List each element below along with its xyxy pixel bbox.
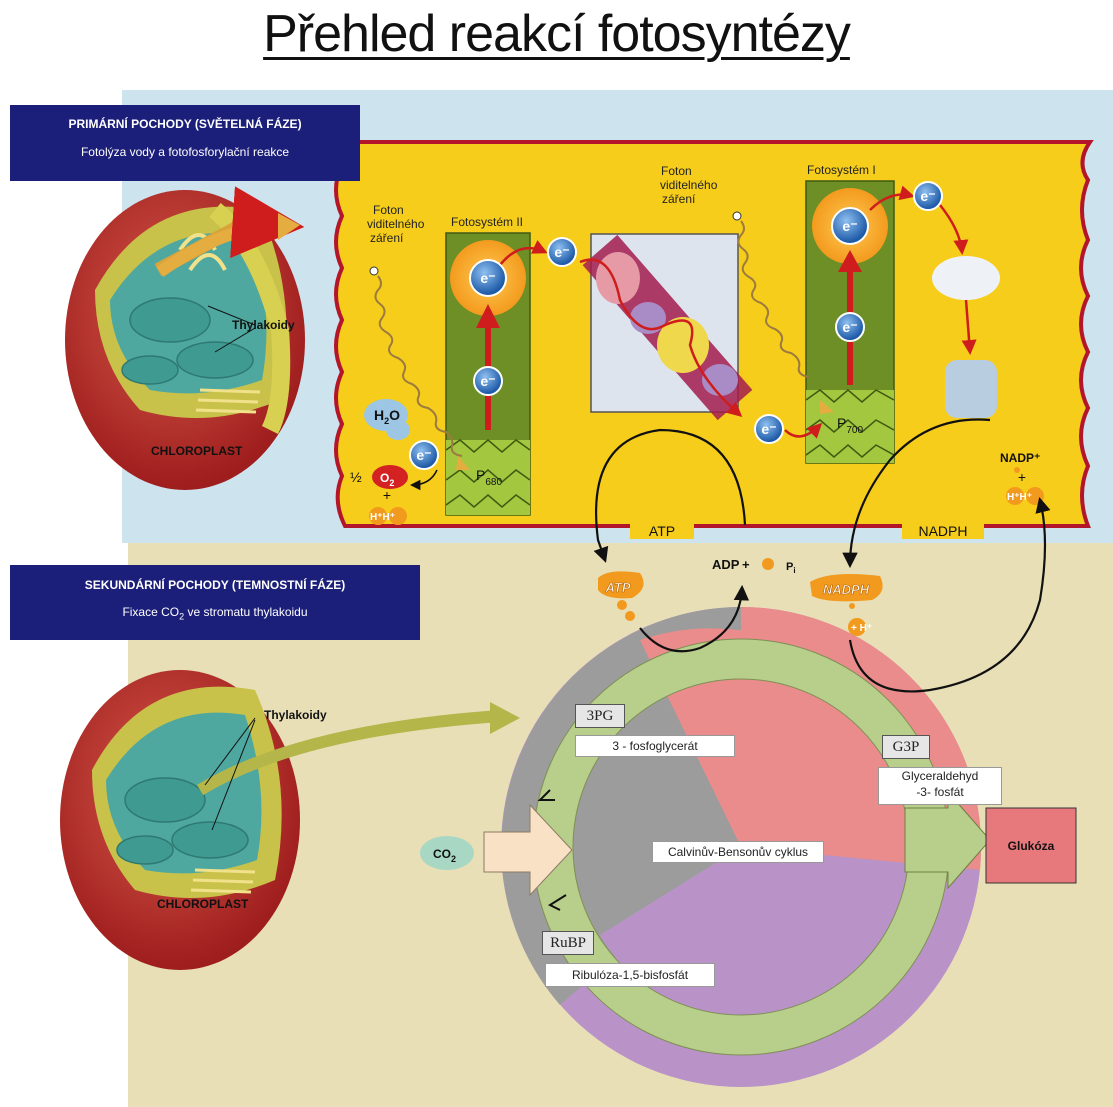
g3p-name-line-1: Glyceraldehyd <box>901 769 979 783</box>
label-g3p-name: Glyceraldehyd -3- fosfát <box>878 767 1002 805</box>
photon-label-line: záření <box>370 231 404 245</box>
photon-label-line: viditelného <box>367 217 425 231</box>
photon-wave-1 <box>369 266 470 470</box>
p680-label: P680 <box>476 467 502 488</box>
g3p-name-line-2: -3- fosfát <box>916 785 964 799</box>
primary-phase-subheading: Fotolýza vody a fotofosforylační reakce <box>80 145 290 159</box>
nadph-cycle-arrow <box>842 418 991 569</box>
ps1-title: Fotosystém I <box>807 163 876 177</box>
secondary-phase-header: SEKUNDÁRNÍ POCHODY (TEMNOSTNÍ FÁZE) Fixa… <box>10 565 420 640</box>
glucose-label: Glukóza <box>1008 839 1055 853</box>
nadp-protons-label: H⁺H⁺ <box>1007 492 1032 503</box>
nadp-plus: + <box>1018 469 1026 485</box>
primary-phase-heading: PRIMÁRNÍ POCHODY (SVĚTELNÁ FÁZE) <box>68 117 302 131</box>
secondary-phase-heading: SEKUNDÁRNÍ POCHODY (TEMNOSTNÍ FÁZE) <box>84 578 346 592</box>
stroma-nadph-label: NADPH <box>823 582 870 597</box>
nadp-plus-label: NADP⁺ <box>1000 451 1040 465</box>
co2-input-arrow <box>420 803 573 897</box>
stroma-nadph-blob <box>810 574 883 636</box>
adp-plus: + <box>742 557 750 572</box>
stroma-atp-label: ATP <box>604 580 630 595</box>
thylakoids-label-bottom: Thylakoidy <box>264 708 327 722</box>
adp-label: ADP <box>712 557 740 572</box>
electron-label: e⁻ <box>842 319 857 335</box>
label-3pg-name: 3 - fosfoglycerát <box>575 735 735 757</box>
tag-rubp: RuBP <box>542 931 594 955</box>
atp-cycle-arrow <box>593 428 747 563</box>
photon-label-line: viditelného <box>660 178 718 192</box>
electron-icons <box>409 181 943 470</box>
thylakoids-label-top: Thylakoidy <box>232 318 295 332</box>
calvin-cycle-label: Calvinův-Bensonův cyklus <box>652 841 824 863</box>
membrane-nadph-bg <box>902 523 984 539</box>
electron-label: e⁻ <box>554 244 569 260</box>
electron-label: e⁻ <box>842 218 857 234</box>
water-plus: + <box>383 487 391 503</box>
label-rubp-name: Ribulóza-1,5-bisfosfát <box>545 963 715 987</box>
membrane-atp-label: ATP <box>649 523 675 539</box>
electron-label: e⁻ <box>920 188 935 204</box>
primary-phase-header: PRIMÁRNÍ POCHODY (SVĚTELNÁ FÁZE) Fotolýz… <box>10 105 360 181</box>
chloroplast-label-top: CHLOROPLAST <box>151 444 243 458</box>
chloroplast-bottom <box>60 670 520 970</box>
tag-3pg: 3PG <box>575 704 625 728</box>
photon-label-line: záření <box>662 192 696 206</box>
half-label: ½ <box>350 469 362 485</box>
water-molecule <box>364 399 438 525</box>
o2-label: O2 <box>380 471 394 488</box>
co2-label: CO2 <box>433 847 456 864</box>
electron-label: e⁻ <box>480 270 495 286</box>
electron-label: e⁻ <box>761 421 776 437</box>
chloroplast-label-bottom: CHLOROPLAST <box>157 897 249 911</box>
membrane-atp-bg <box>630 523 694 539</box>
water-protons: H⁺H⁺ <box>370 512 395 523</box>
tag-g3p: G3P <box>882 735 930 759</box>
stroma-atp-blob <box>598 558 774 621</box>
chloroplast-top <box>65 186 305 490</box>
page-title: Přehled reakcí fotosyntézy <box>263 5 851 63</box>
ps2-title: Fotosystém II <box>451 215 523 229</box>
photon-label-line: Foton <box>373 203 404 217</box>
photon-label-line: Foton <box>661 164 692 178</box>
pi-label: Pi <box>786 561 796 575</box>
ferredoxin-chain <box>932 204 1000 418</box>
glucose-output-arrow <box>904 790 1077 890</box>
photon-wave-2 <box>732 211 834 414</box>
secondary-phase-subheading: Fixace CO2 ve stromatu thylakoidu <box>122 605 308 622</box>
membrane-nadph-label: NADPH <box>918 523 967 539</box>
h2o-label: H2O <box>374 407 400 426</box>
stroma-h-plus: + H⁺ <box>851 623 872 634</box>
adp-return-arrow <box>639 584 750 653</box>
electron-label: e⁻ <box>416 447 431 463</box>
nadp-return-arrow <box>848 497 1051 693</box>
p700-label: P700 <box>837 415 863 436</box>
electron-label: e⁻ <box>480 373 495 389</box>
cytochrome-complex <box>579 233 823 439</box>
